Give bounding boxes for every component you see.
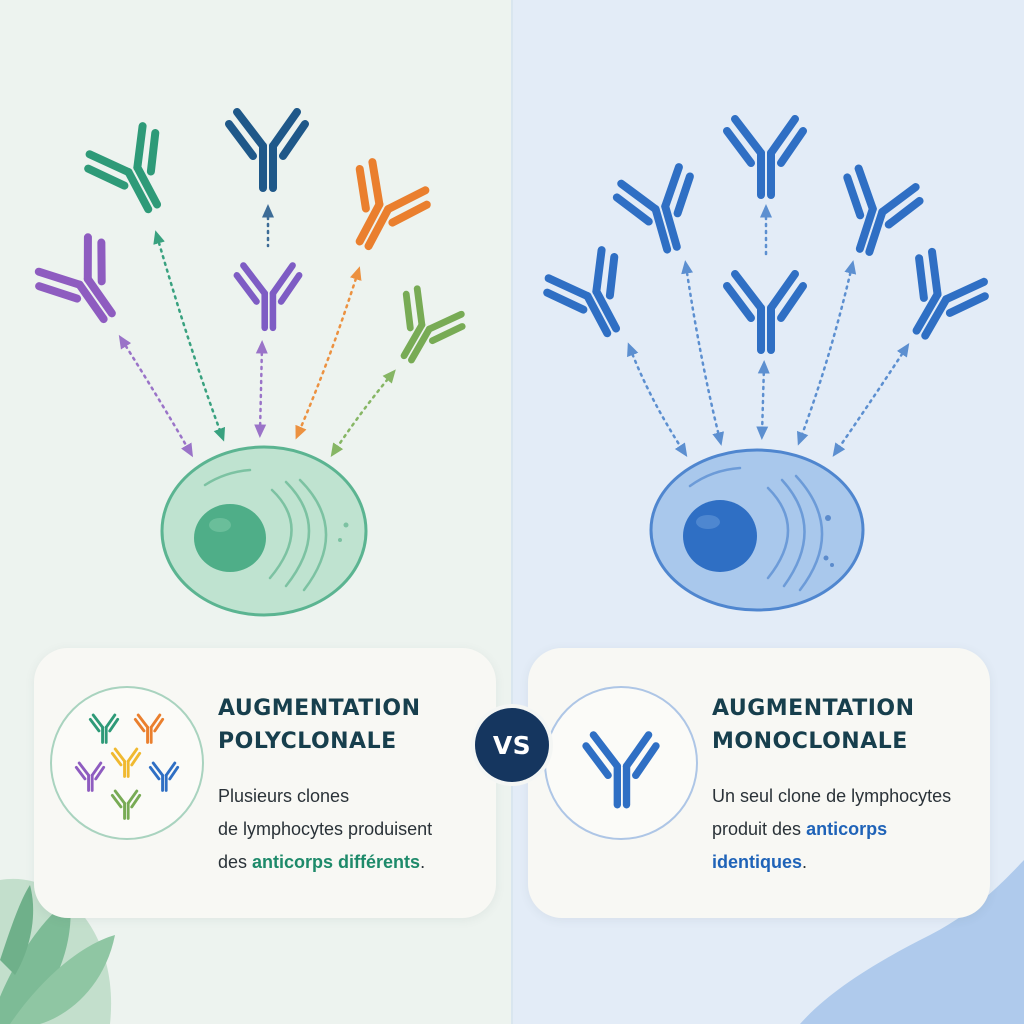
monoclonal-title: AUGMENTATION MONOCLONALE xyxy=(712,692,982,758)
antibody-icon xyxy=(827,166,923,262)
antibody-icon xyxy=(133,713,165,744)
monoclonal-card: AUGMENTATION MONOCLONALE Un seul clone d… xyxy=(528,648,990,918)
description-line: identiques. xyxy=(712,846,982,879)
antibody-icon xyxy=(614,165,708,259)
antibody-icon xyxy=(379,285,467,373)
antibody-icon xyxy=(727,274,803,350)
highlight-text: identiques xyxy=(712,852,803,872)
polyclonal-title: AUGMENTATION POLYCLONALE xyxy=(218,692,488,758)
polyclonal-antibodies xyxy=(32,112,467,374)
antibody-icon xyxy=(727,119,803,195)
antibody-icon xyxy=(586,735,656,805)
description-line: Plusieurs clones xyxy=(218,786,350,806)
polyclonal-arrows xyxy=(118,204,396,458)
monoclonal-arrows xyxy=(627,204,910,458)
antibody-icon xyxy=(229,112,305,188)
antibody-icon xyxy=(32,233,138,339)
vs-badge: VS xyxy=(475,708,549,782)
antibody-icon xyxy=(237,265,299,327)
polyclonal-description: Plusieurs clones de lymphocytes produise… xyxy=(218,780,488,879)
antibody-icon xyxy=(88,713,120,744)
monoclonal-antibody-badge xyxy=(544,686,698,840)
polyclonal-card: AUGMENTATION POLYCLONALE Plusieurs clone… xyxy=(34,648,496,918)
highlight-text: anticorps différents xyxy=(252,852,421,872)
antibody-icon xyxy=(887,248,991,352)
antibody-icon xyxy=(83,122,186,225)
description-text: . xyxy=(420,852,426,872)
title-line: AUGMENTATION xyxy=(218,696,421,721)
monoclonal-description: Un seul clone de lymphocytes produit des… xyxy=(712,780,982,879)
antibody-icon xyxy=(110,747,142,778)
description-line: de lymphocytes produisent xyxy=(218,819,433,839)
antibody-icon xyxy=(110,789,142,820)
leaf-decoration xyxy=(0,878,115,1024)
description-line: Un seul clone de lymphocytes xyxy=(712,786,952,806)
title-line: MONOCLONALE xyxy=(712,729,908,754)
monoclonal-lymphocyte-cell xyxy=(649,448,865,612)
title-line: AUGMENTATION xyxy=(712,696,915,721)
description-line: des anticorps différents. xyxy=(218,846,488,879)
panel-divider xyxy=(511,0,513,1024)
polyclonal-antibodies-badge xyxy=(50,686,204,840)
description-text: produit des xyxy=(712,819,807,839)
antibody-icon xyxy=(148,761,180,792)
antibody-icon xyxy=(330,158,433,261)
description-text: des xyxy=(218,852,253,872)
blob-decoration xyxy=(800,860,1024,1024)
title-line: POLYCLONALE xyxy=(218,729,397,754)
description-text: . xyxy=(802,852,808,872)
highlight-text: anticorps xyxy=(806,819,888,839)
monoclonal-antibodies xyxy=(542,119,991,352)
polyclonal-lymphocyte-cell xyxy=(160,445,368,617)
description-line: produit des anticorps xyxy=(712,813,982,846)
antibody-icon xyxy=(74,761,106,792)
antibody-icon xyxy=(542,246,645,349)
